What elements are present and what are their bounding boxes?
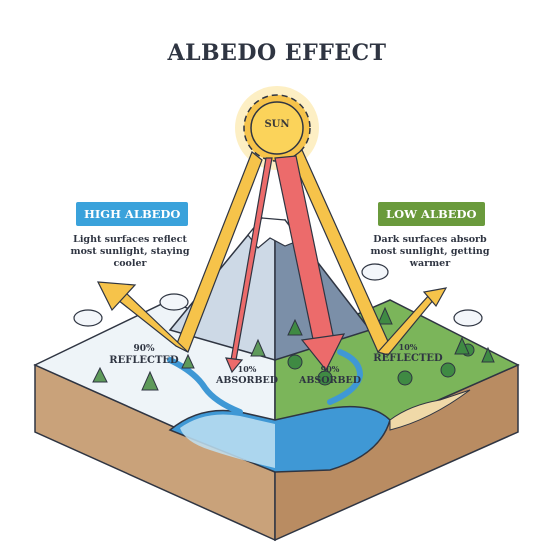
low-reflected-label: 10% REFLECTED xyxy=(368,342,448,364)
low-absorbed-pct: 90% xyxy=(320,364,340,374)
river-right xyxy=(327,349,364,405)
tree xyxy=(397,370,413,386)
high-albedo-badge: HIGH ALBEDO xyxy=(76,202,189,226)
sun-disc xyxy=(250,101,304,155)
high-reflected-text: REFLECTED xyxy=(109,355,179,366)
low-absorbed-label: 90% ABSORBED xyxy=(292,364,368,386)
sand-shore xyxy=(389,389,471,431)
tree xyxy=(377,306,393,325)
tree xyxy=(92,366,108,383)
absorbed-arrowhead-right xyxy=(300,333,346,372)
low-absorbed-text: ABSORBED xyxy=(299,375,361,386)
high-reflected-pct: 90% xyxy=(133,344,155,354)
tree xyxy=(181,353,195,369)
low-albedo-badge: LOW ALBEDO xyxy=(378,202,485,226)
tree xyxy=(317,370,333,386)
cloud xyxy=(361,263,389,281)
tree xyxy=(481,346,495,363)
high-absorbed-text: ABSORBED xyxy=(216,375,278,386)
snowy-trees xyxy=(92,338,266,391)
reflected-arrowhead-left xyxy=(96,281,137,312)
tree xyxy=(287,354,303,370)
high-absorbed-label: 10% ABSORBED xyxy=(212,364,282,386)
page-title: ALBEDO EFFECT xyxy=(167,40,387,66)
tree xyxy=(141,370,159,391)
cloud xyxy=(159,293,189,311)
low-reflected-pct: 10% xyxy=(398,342,418,352)
tree xyxy=(287,318,303,336)
tree xyxy=(454,336,470,355)
high-albedo-description: Light surfaces reflect most sunlight, st… xyxy=(70,234,190,269)
sunlight-beams xyxy=(96,149,448,356)
absorbed-arrowhead-left xyxy=(225,357,244,374)
sun xyxy=(235,86,319,170)
cloud xyxy=(73,309,103,327)
low-reflected-text: REFLECTED xyxy=(373,353,443,364)
cloud xyxy=(453,309,483,327)
absorbed-beams xyxy=(225,155,346,374)
tree xyxy=(250,338,266,357)
reflected-arrowhead-right xyxy=(422,287,448,308)
green-trees xyxy=(287,306,495,386)
sun-label: SUN xyxy=(264,119,290,130)
tree xyxy=(440,362,456,378)
low-albedo-description: Dark surfaces absorb most sunlight, gett… xyxy=(370,234,490,269)
high-reflected-label: 90% REFLECTED xyxy=(104,344,184,366)
high-absorbed-pct: 10% xyxy=(237,364,257,374)
clouds xyxy=(73,263,483,327)
lake-ice xyxy=(180,414,275,468)
